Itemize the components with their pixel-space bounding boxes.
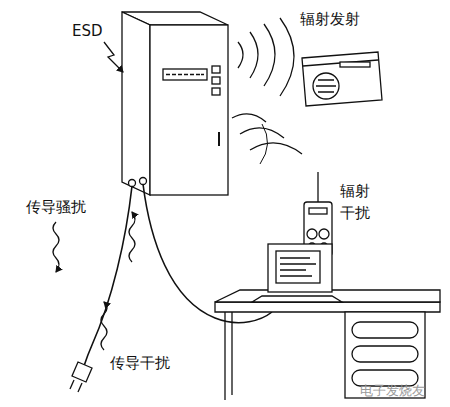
plug-body: [72, 362, 92, 382]
speaker-grille: [316, 80, 336, 92]
button: [212, 88, 220, 95]
walkie-display: [309, 208, 327, 214]
watermark: 电子发烧友: [360, 380, 450, 402]
desk-leg: [224, 312, 225, 400]
plug-pin: [70, 380, 74, 389]
door-handle: [218, 132, 220, 146]
connector: [140, 178, 147, 185]
wave: [232, 114, 266, 122]
wave: [240, 128, 284, 138]
walkie-speaker: [307, 229, 317, 239]
annotation-label: 辐射 干扰: [340, 180, 374, 224]
monitor-screen: [276, 251, 320, 283]
display-panel: [163, 69, 207, 80]
antenna: [317, 172, 318, 202]
wave: [238, 42, 243, 68]
power-plug: [70, 362, 92, 392]
drawer: [352, 346, 418, 362]
radio: [302, 52, 382, 106]
connector: [129, 180, 136, 187]
annotation-label: 传导干扰: [110, 352, 190, 374]
plug-pin: [78, 383, 82, 392]
button: [212, 66, 220, 73]
radiated-interference-waves: [232, 114, 302, 164]
drawer: [352, 322, 418, 338]
button: [212, 77, 220, 84]
conducted-arrows: [53, 212, 135, 350]
cabinet: [122, 12, 228, 195]
annotation-label: 辐射发射: [300, 8, 380, 30]
walkie-speaker: [319, 229, 329, 239]
wave: [260, 124, 268, 164]
wave: [264, 24, 275, 86]
wave: [250, 143, 302, 154]
wavy-arrow-up: [101, 302, 107, 350]
power-cable: [84, 186, 132, 366]
keyboard: [252, 296, 342, 302]
radiated-emission-waves: [238, 18, 294, 96]
annotation-label: 传导骚扰: [26, 196, 106, 218]
radio-band: [303, 60, 378, 66]
cabinet-front: [150, 25, 228, 195]
esd-bolt: [104, 42, 123, 72]
monitor: [268, 244, 332, 292]
wave: [250, 32, 258, 78]
screen-lines: [280, 258, 316, 276]
radio-body: [302, 52, 382, 106]
desk-leg: [231, 312, 232, 395]
radio-speaker: [313, 73, 339, 99]
wavy-arrow-down: [53, 222, 59, 272]
desk-top: [215, 302, 440, 312]
cables: [84, 184, 272, 366]
annotation-label: ESD: [72, 20, 116, 42]
radio-dial: [340, 62, 370, 67]
wavy-arrow-up: [129, 212, 135, 262]
display-digits: [166, 74, 204, 75]
computer-desk: [215, 244, 440, 400]
cabinet-side: [122, 12, 150, 195]
wave: [280, 18, 294, 96]
